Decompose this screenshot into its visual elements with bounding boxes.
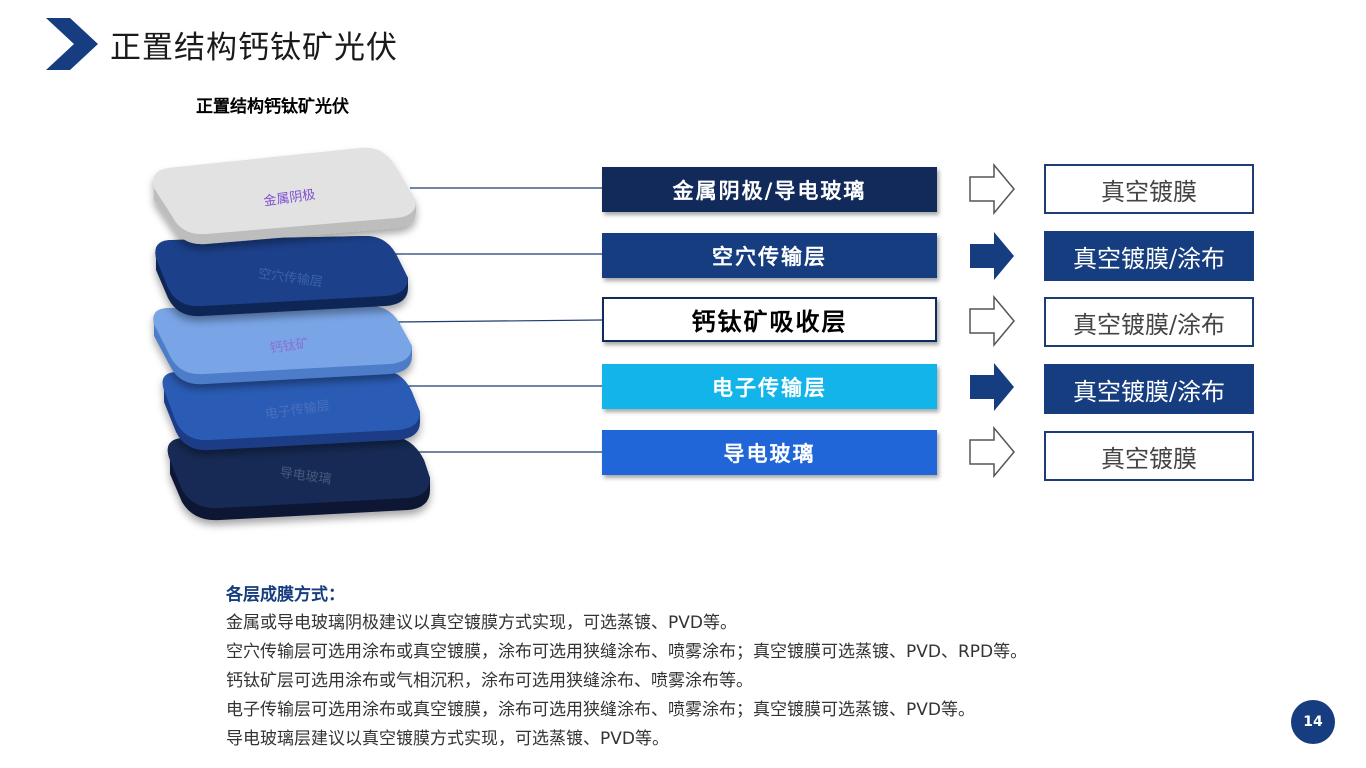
chevron-icon (46, 18, 98, 70)
notes-line: 导电玻璃层建议以真空镀膜方式实现，可选蒸镀、PVD等。 (226, 729, 669, 749)
notes-line: 电子传输层可选用涂布或真空镀膜，涂布可选用狭缝涂布、喷雾涂布；真空镀膜可选蒸镀、… (226, 700, 975, 720)
method-box-cathode: 真空镀膜 (1044, 164, 1254, 214)
filled-arrow-icon (970, 363, 1014, 411)
outline-arrow-icon (969, 426, 1015, 478)
layer-label-perovskite: 钙钛矿吸收层 (602, 297, 937, 342)
layer-label-cathode: 金属阴极/导电玻璃 (602, 167, 937, 212)
filled-arrow-icon (970, 232, 1014, 280)
layer-plate-glass: 导电玻璃 (167, 436, 430, 521)
diagram-subtitle: 正置结构钙钛矿光伏 (196, 97, 349, 117)
notes-line: 钙钛矿层可选用涂布或气相沉积，涂布可选用狭缝涂布、喷雾涂布等。 (226, 671, 753, 691)
notes-section: 各层成膜方式： 金属或导电玻璃阴极建议以真空镀膜方式实现，可选蒸镀、PVD等。 … (226, 580, 1226, 754)
outline-arrow-icon (969, 163, 1015, 215)
page-title: 正置结构钙钛矿光伏 (110, 30, 398, 66)
layer-plate-htl: 空穴传输层 (155, 236, 408, 317)
method-box-glass: 真空镀膜 (1044, 431, 1254, 481)
layer-plate-label: 金属阴极 (263, 186, 317, 209)
method-box-perovskite: 真空镀膜/涂布 (1044, 297, 1254, 347)
page-number: 14 (1291, 700, 1335, 744)
notes-line: 空穴传输层可选用涂布或真空镀膜，涂布可选用狭缝涂布、喷雾涂布；真空镀膜可选蒸镀、… (226, 642, 1028, 662)
outline-arrow-icon (969, 295, 1015, 347)
layer-label-htl: 空穴传输层 (602, 233, 937, 278)
method-box-htl: 真空镀膜/涂布 (1044, 231, 1254, 281)
layer-label-glass: 导电玻璃 (602, 430, 937, 475)
layer-plate-label: 钙钛矿 (269, 336, 310, 356)
notes-line: 金属或导电玻璃阴极建议以真空镀膜方式实现，可选蒸镀、PVD等。 (226, 613, 737, 633)
layer-plate-cathode: 金属阴极 (153, 147, 417, 245)
layer-label-etl: 电子传输层 (602, 364, 937, 409)
layer-plate-etl: 电子传输层 (162, 370, 420, 451)
notes-title: 各层成膜方式： (226, 585, 345, 605)
method-box-etl: 真空镀膜/涂布 (1044, 364, 1254, 414)
layer-stack: 导电玻璃 电子传输层 钙钛矿 空穴传输层 金属阴极 (153, 147, 430, 521)
layer-plate-perovskite: 钙钛矿 (153, 306, 413, 385)
layer-plate-label: 导电玻璃 (279, 465, 333, 487)
